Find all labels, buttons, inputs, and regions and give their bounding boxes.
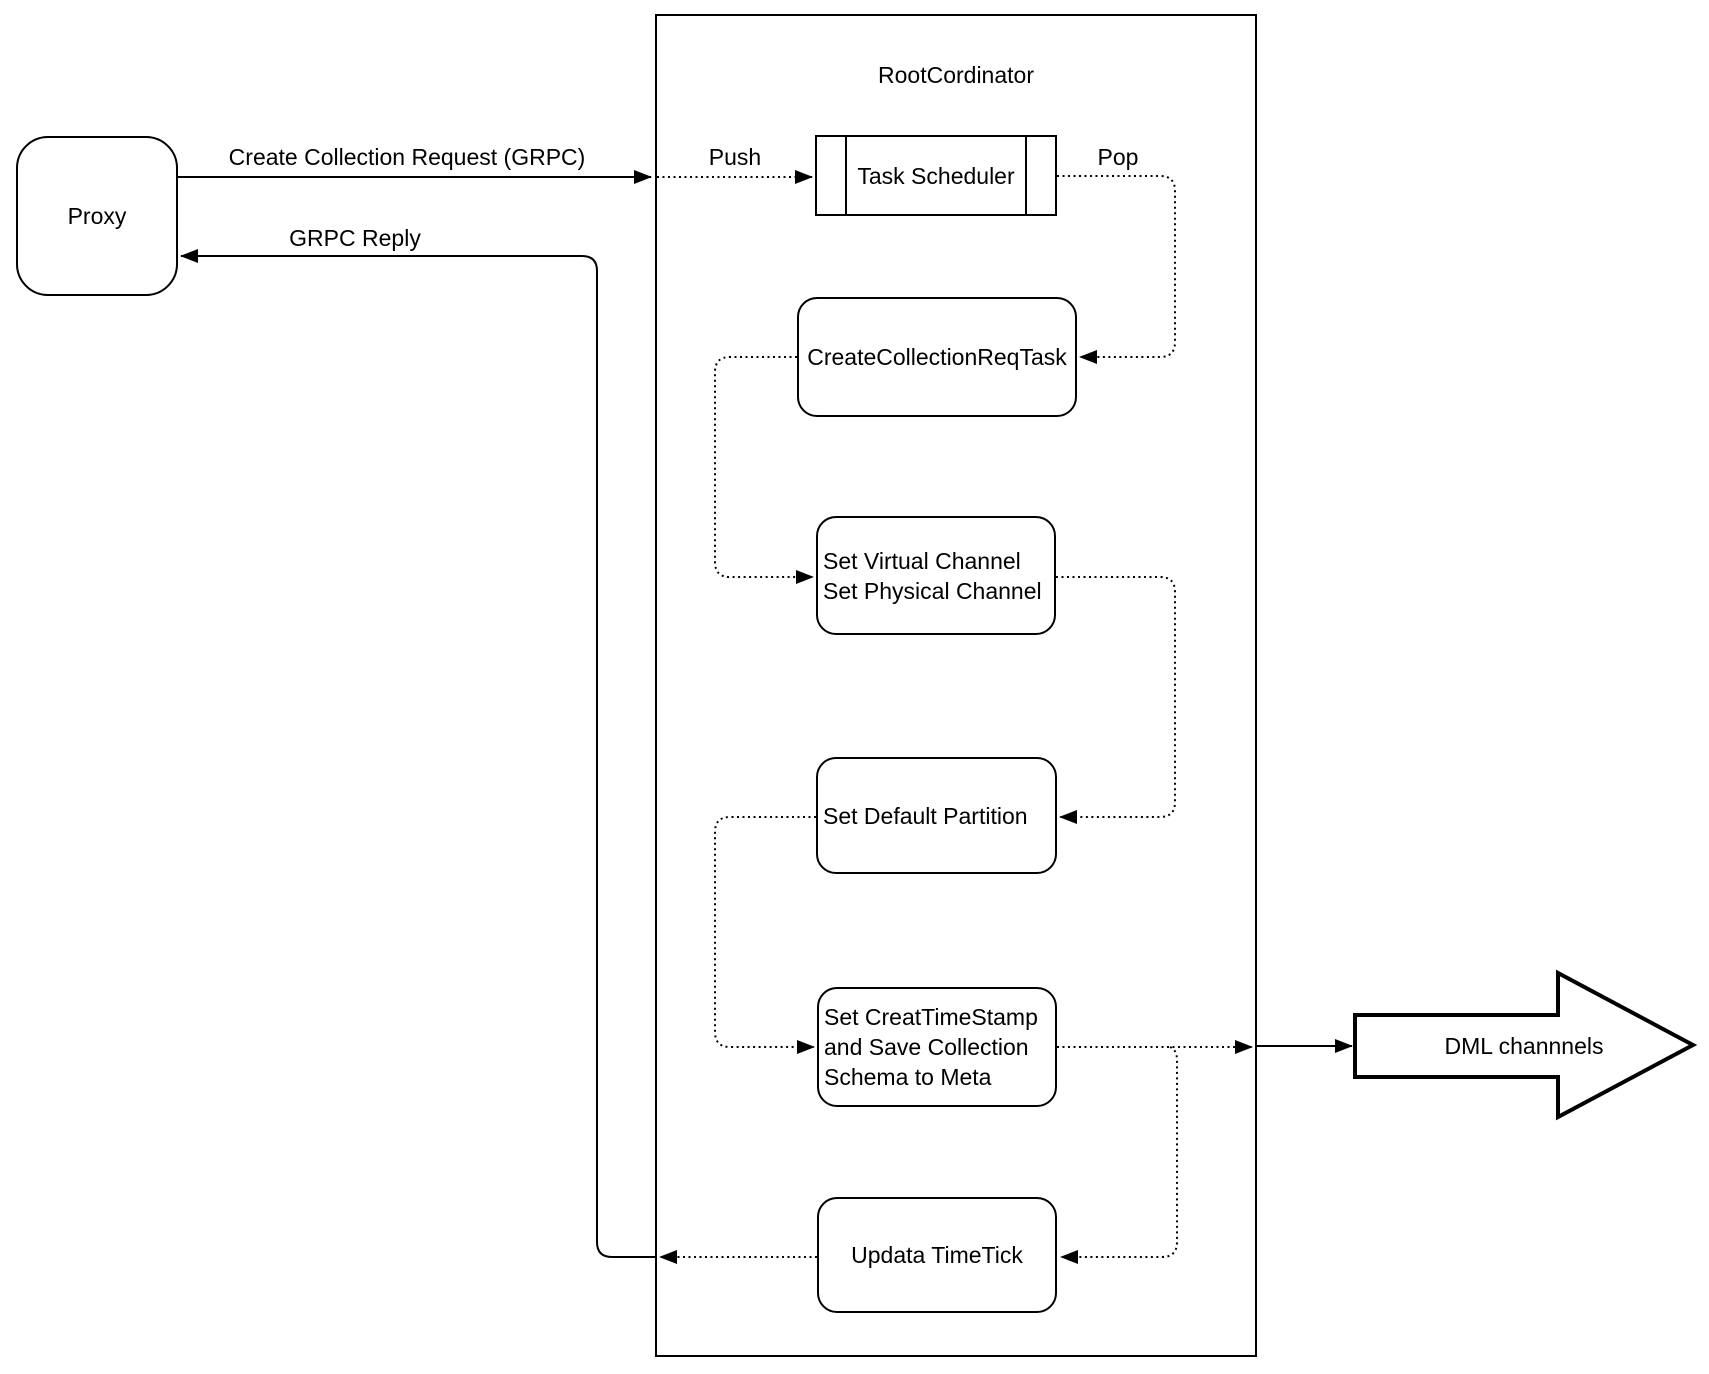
edge-grpc-reply	[180, 249, 655, 1258]
proxy-node: Proxy	[16, 136, 178, 296]
set-channels-line-2: Set Physical Channel	[823, 577, 1042, 604]
root-coordinator-container	[655, 14, 1257, 1357]
task-scheduler-node: Task Scheduler	[815, 135, 1057, 216]
set-default-partition-label: Set Default Partition	[823, 802, 1028, 829]
set-create-timestamp-line-1: Set CreatTimeStamp	[824, 1004, 1038, 1030]
set-create-timestamp-node: Set CreatTimeStamp and Save Collection S…	[817, 987, 1057, 1107]
pop-label: Pop	[1097, 144, 1139, 170]
updata-timetick-node: Updata TimeTick	[817, 1197, 1057, 1313]
push-label: Push	[708, 144, 762, 170]
updata-timetick-label: Updata TimeTick	[851, 1242, 1023, 1268]
create-collection-request-label: Create Collection Request (GRPC)	[228, 144, 586, 170]
set-channels-line-1: Set Virtual Channel	[823, 547, 1021, 574]
grpc-reply-label: GRPC Reply	[289, 225, 421, 251]
create-collection-req-task-label: CreateCollectionReqTask	[807, 344, 1067, 370]
set-create-timestamp-line-3: Schema to Meta	[824, 1064, 992, 1090]
set-channels-node: Set Virtual Channel Set Physical Channel	[816, 516, 1056, 635]
task-scheduler-label: Task Scheduler	[857, 162, 1015, 189]
dml-channels-label: DML channnels	[1444, 1033, 1604, 1059]
set-create-timestamp-line-2: and Save Collection	[824, 1034, 1029, 1060]
proxy-label: Proxy	[67, 203, 127, 229]
root-coordinator-title: RootCordinator	[878, 62, 1034, 88]
create-collection-req-task-node: CreateCollectionReqTask	[797, 297, 1077, 417]
task-scheduler-right-bar	[1025, 137, 1027, 214]
set-default-partition-node: Set Default Partition	[816, 757, 1057, 874]
task-scheduler-left-bar	[845, 137, 847, 214]
